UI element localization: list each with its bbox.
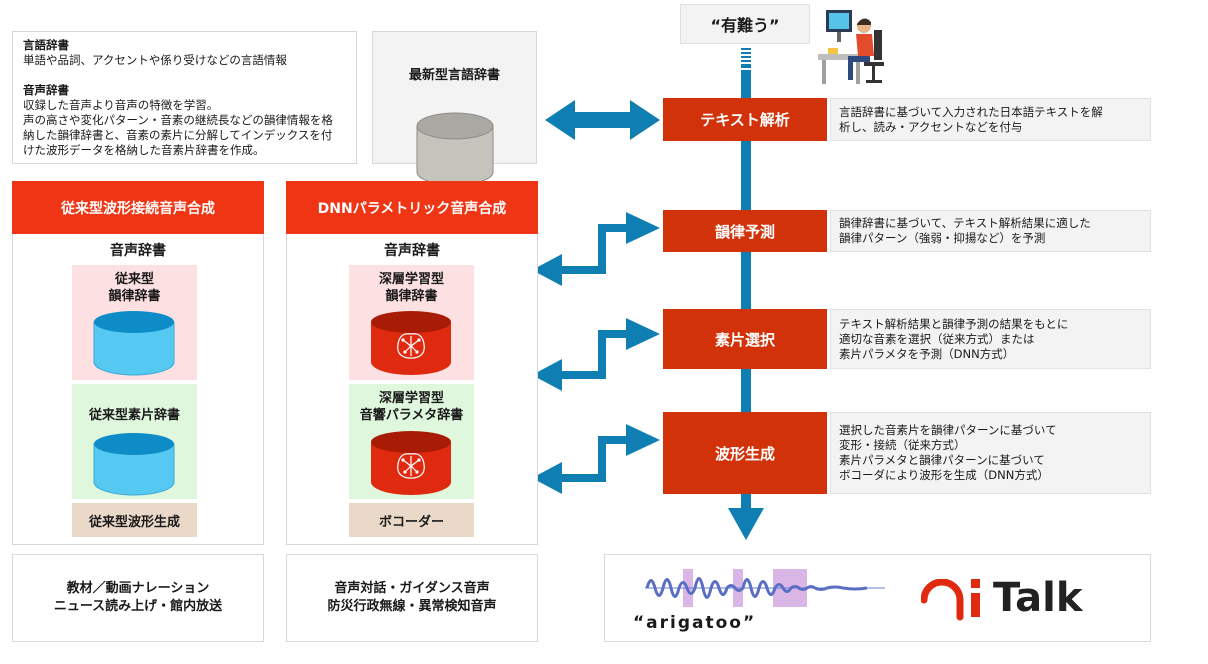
conventional-header: 従来型波形接続音声合成 (12, 181, 264, 234)
dnn-acoustic-dict-label: 深層学習型 音響パラメタ辞書 (359, 391, 464, 423)
step-prosody-prediction: 韻律予測 (663, 210, 827, 252)
input-text-box: “有難う” (680, 4, 810, 44)
desc-line: 素片パラメタを予測（DNN方式） (839, 346, 1015, 361)
lang-dict-title: 言語辞書 (23, 38, 69, 52)
desc-line: テキスト解析結果と韻律予測の結果をもとに (839, 316, 1069, 331)
conventional-prosody-dict-label: 従来型 韻律辞書 (108, 272, 161, 304)
step-waveform-generation: 波形生成 (663, 412, 827, 494)
desc-line: 素片パラメタと韻律パターンに基づいて (839, 453, 1045, 467)
input-text: “有難う” (710, 16, 780, 35)
stair-arrowheads (532, 212, 660, 494)
use-case-line: 音声対話・ガイダンス音声 (334, 581, 490, 596)
conventional-prosody-dict: 従来型 韻律辞書 (72, 265, 197, 380)
desc-line: 韻律パターン（強弱・抑揚など）を予測 (839, 231, 1046, 245)
brain-database-icon (371, 311, 451, 375)
dnn-panel: DNNパラメトリック音声合成 音声辞書 深層学習型 韻律辞書 深層学習型 音響パ… (286, 181, 538, 545)
voice-dict-desc-4: けた波形データを格納した音素片辞書を作成。 (23, 143, 265, 157)
flow-line (728, 48, 764, 540)
dnn-dict-title: 音声辞書 (384, 243, 440, 259)
output-panel: “arigatoo” Talk (604, 554, 1151, 642)
dnn-header: DNNパラメトリック音声合成 (286, 181, 538, 234)
latest-dict-panel: 最新型言語辞書 (372, 31, 537, 186)
blue-database-icon (93, 433, 175, 496)
waveform-icon (645, 569, 885, 607)
output-text: “arigatoo” (633, 613, 757, 633)
use-case-line: 教材／動画ナレーション (66, 581, 210, 596)
dnn-prosody-dict-label: 深層学習型 韻律辞書 (378, 272, 444, 304)
aitalk-logo: Talk (921, 575, 1131, 623)
dnn-acoustic-dict: 深層学習型 音響パラメタ辞書 (349, 384, 474, 499)
conventional-unit-dict: 従来型素片辞書 (72, 384, 197, 499)
gray-database-icon (416, 112, 494, 186)
blue-database-icon (93, 311, 175, 376)
voice-dict-desc-3: 納した韻律辞書と、音素の素片に分解してインデックスを付 (23, 128, 333, 142)
conventional-dict-title: 音声辞書 (110, 243, 166, 259)
voice-dict-title: 音声辞書 (23, 83, 69, 97)
brain-database-icon (371, 431, 451, 495)
dnn-generator: ボコーダー (349, 503, 474, 537)
step-unit-selection-desc: テキスト解析結果と韻律予測の結果をもとに適切な音素を選択（従来方式）または素片パ… (830, 309, 1151, 369)
desc-line: 変形・接続（従来方式） (839, 438, 966, 452)
use-case-line: 防災行政無線・異常検知音声 (327, 599, 497, 614)
conventional-generator-label: 従来型波形生成 (88, 514, 180, 530)
logo-ai-mark (921, 579, 980, 621)
desc-line: 析し、読み・アクセントなどを付与 (839, 119, 1023, 134)
stair-arrows (560, 224, 626, 482)
step-prosody-prediction-desc: 韻律辞書に基づいて、テキスト解析結果に適した韻律パターン（強弱・抑揚など）を予測 (830, 210, 1151, 252)
voice-dict-desc-1: 収録した音声より音声の特徴を学習。 (23, 98, 219, 112)
step-unit-selection: 素片選択 (663, 309, 827, 369)
person-at-computer-icon (818, 10, 884, 84)
step-waveform-generation-desc: 選択した音素片を韻律パターンに基づいて変形・接続（従来方式）素片パラメタと韻律パ… (830, 412, 1151, 494)
use-case-line: ニュース読み上げ・館内放送 (53, 599, 223, 614)
desc-line: 言語辞書に基づいて入力された日本語テキストを解 (839, 104, 1103, 119)
conventional-use-cases: 教材／動画ナレーション ニュース読み上げ・館内放送 (12, 554, 264, 642)
voice-dict-desc-2: 声の高さや変化パターン・音素の継続長などの韻律情報を格 (23, 113, 333, 127)
desc-line: 適切な音素を選択（従来方式）または (839, 331, 1035, 346)
desc-line: ボコーダにより波形を生成（DNN方式） (839, 468, 1049, 482)
step-text-analysis-desc: 言語辞書に基づいて入力された日本語テキストを解析し、読み・アクセントなどを付与 (830, 98, 1151, 141)
conventional-panel: 従来型波形接続音声合成 音声辞書 従来型 韻律辞書 従来型素片辞書 従来型波形生… (12, 181, 264, 545)
dnn-prosody-dict: 深層学習型 韻律辞書 (349, 265, 474, 380)
desc-line: 韻律辞書に基づいて、テキスト解析結果に適した (839, 216, 1091, 230)
latest-dict-title: 最新型言語辞書 (408, 68, 500, 83)
dnn-generator-label: ボコーダー (378, 514, 444, 530)
conventional-generator: 従来型波形生成 (72, 503, 197, 537)
desc-line: 選択した音素片を韻律パターンに基づいて (839, 423, 1057, 437)
double-arrow-latest-dict (545, 100, 660, 140)
lang-dict-desc: 単語や品詞、アクセントや係り受けなどの言語情報 (23, 53, 287, 67)
dnn-use-cases: 音声対話・ガイダンス音声 防災行政無線・異常検知音声 (286, 554, 538, 642)
conventional-unit-dict-label: 従来型素片辞書 (88, 408, 180, 423)
legend-panel: 言語辞書 単語や品詞、アクセントや係り受けなどの言語情報 音声辞書 収録した音声… (12, 31, 357, 164)
step-text-analysis: テキスト解析 (663, 98, 827, 141)
logo-brand-text: Talk (993, 575, 1083, 621)
